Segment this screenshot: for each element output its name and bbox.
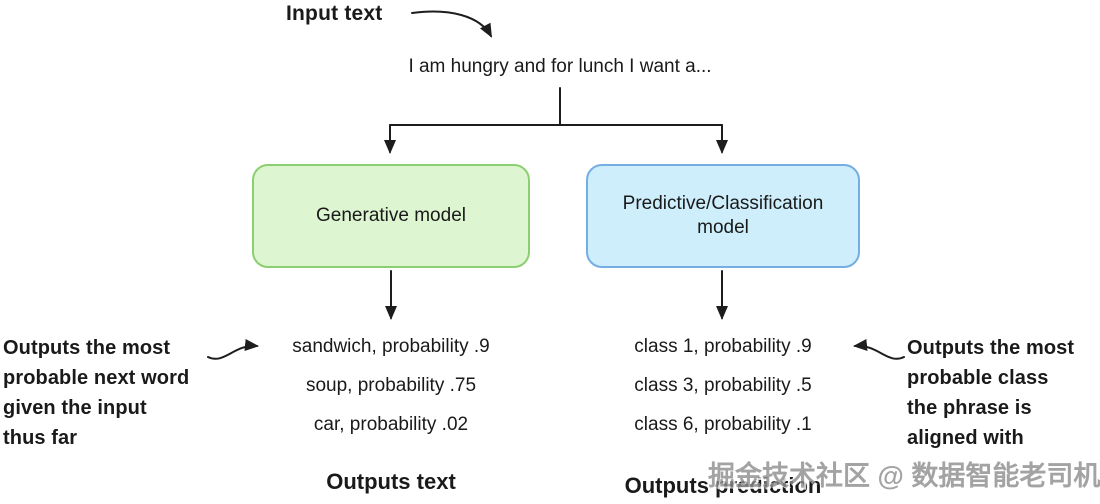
predictive-caption: Outputs prediction xyxy=(624,473,822,498)
right-annotation-line: aligned with xyxy=(907,427,1024,449)
input-text-arrow xyxy=(411,10,492,38)
generative-model-box: Generative model xyxy=(252,164,530,268)
generative-output-item: car, probability .02 xyxy=(313,414,469,435)
predictive-output-item: class 3, probability .5 xyxy=(634,375,812,396)
left-annotation-line: probable next word xyxy=(3,367,190,389)
right-annotation-line: the phrase is xyxy=(907,397,1032,419)
watermark: 掘金技术社区 @ 数据智能老司机 xyxy=(708,461,1100,491)
generative-outputs-list: sandwich, probability .9 soup, probabili… xyxy=(252,337,530,435)
predictive-output-item: class 1, probability .9 xyxy=(634,336,812,357)
predictive-model-box: Predictive/Classification model xyxy=(586,164,860,268)
right-annotation-arrow xyxy=(853,338,905,360)
left-annotation-line: thus far xyxy=(3,427,78,449)
generative-output-item: soup, probability .75 xyxy=(305,375,477,396)
left-annotation: Outputs the most probable next word give… xyxy=(3,333,189,453)
generative-caption: Outputs text xyxy=(326,469,456,494)
generative-model-label: Generative model xyxy=(316,205,466,226)
input-sentence: I am hungry and for lunch I want a... xyxy=(408,56,712,77)
predictive-output-item: class 6, probability .1 xyxy=(634,414,812,435)
left-annotation-line: given the input xyxy=(3,397,147,419)
right-annotation-line: probable class xyxy=(907,367,1049,389)
right-annotation-line: Outputs the most xyxy=(907,337,1075,359)
generative-output-item: sandwich, probability .9 xyxy=(292,336,490,357)
right-annotation: Outputs the most probable class the phra… xyxy=(907,333,1074,453)
predictive-model-label: Predictive/Classification model xyxy=(622,193,824,238)
predictive-outputs-list: class 1, probability .9 class 3, probabi… xyxy=(584,337,862,435)
left-annotation-arrow xyxy=(207,338,259,360)
input-text-label: Input text xyxy=(286,2,383,25)
left-annotation-line: Outputs the most xyxy=(3,337,171,359)
